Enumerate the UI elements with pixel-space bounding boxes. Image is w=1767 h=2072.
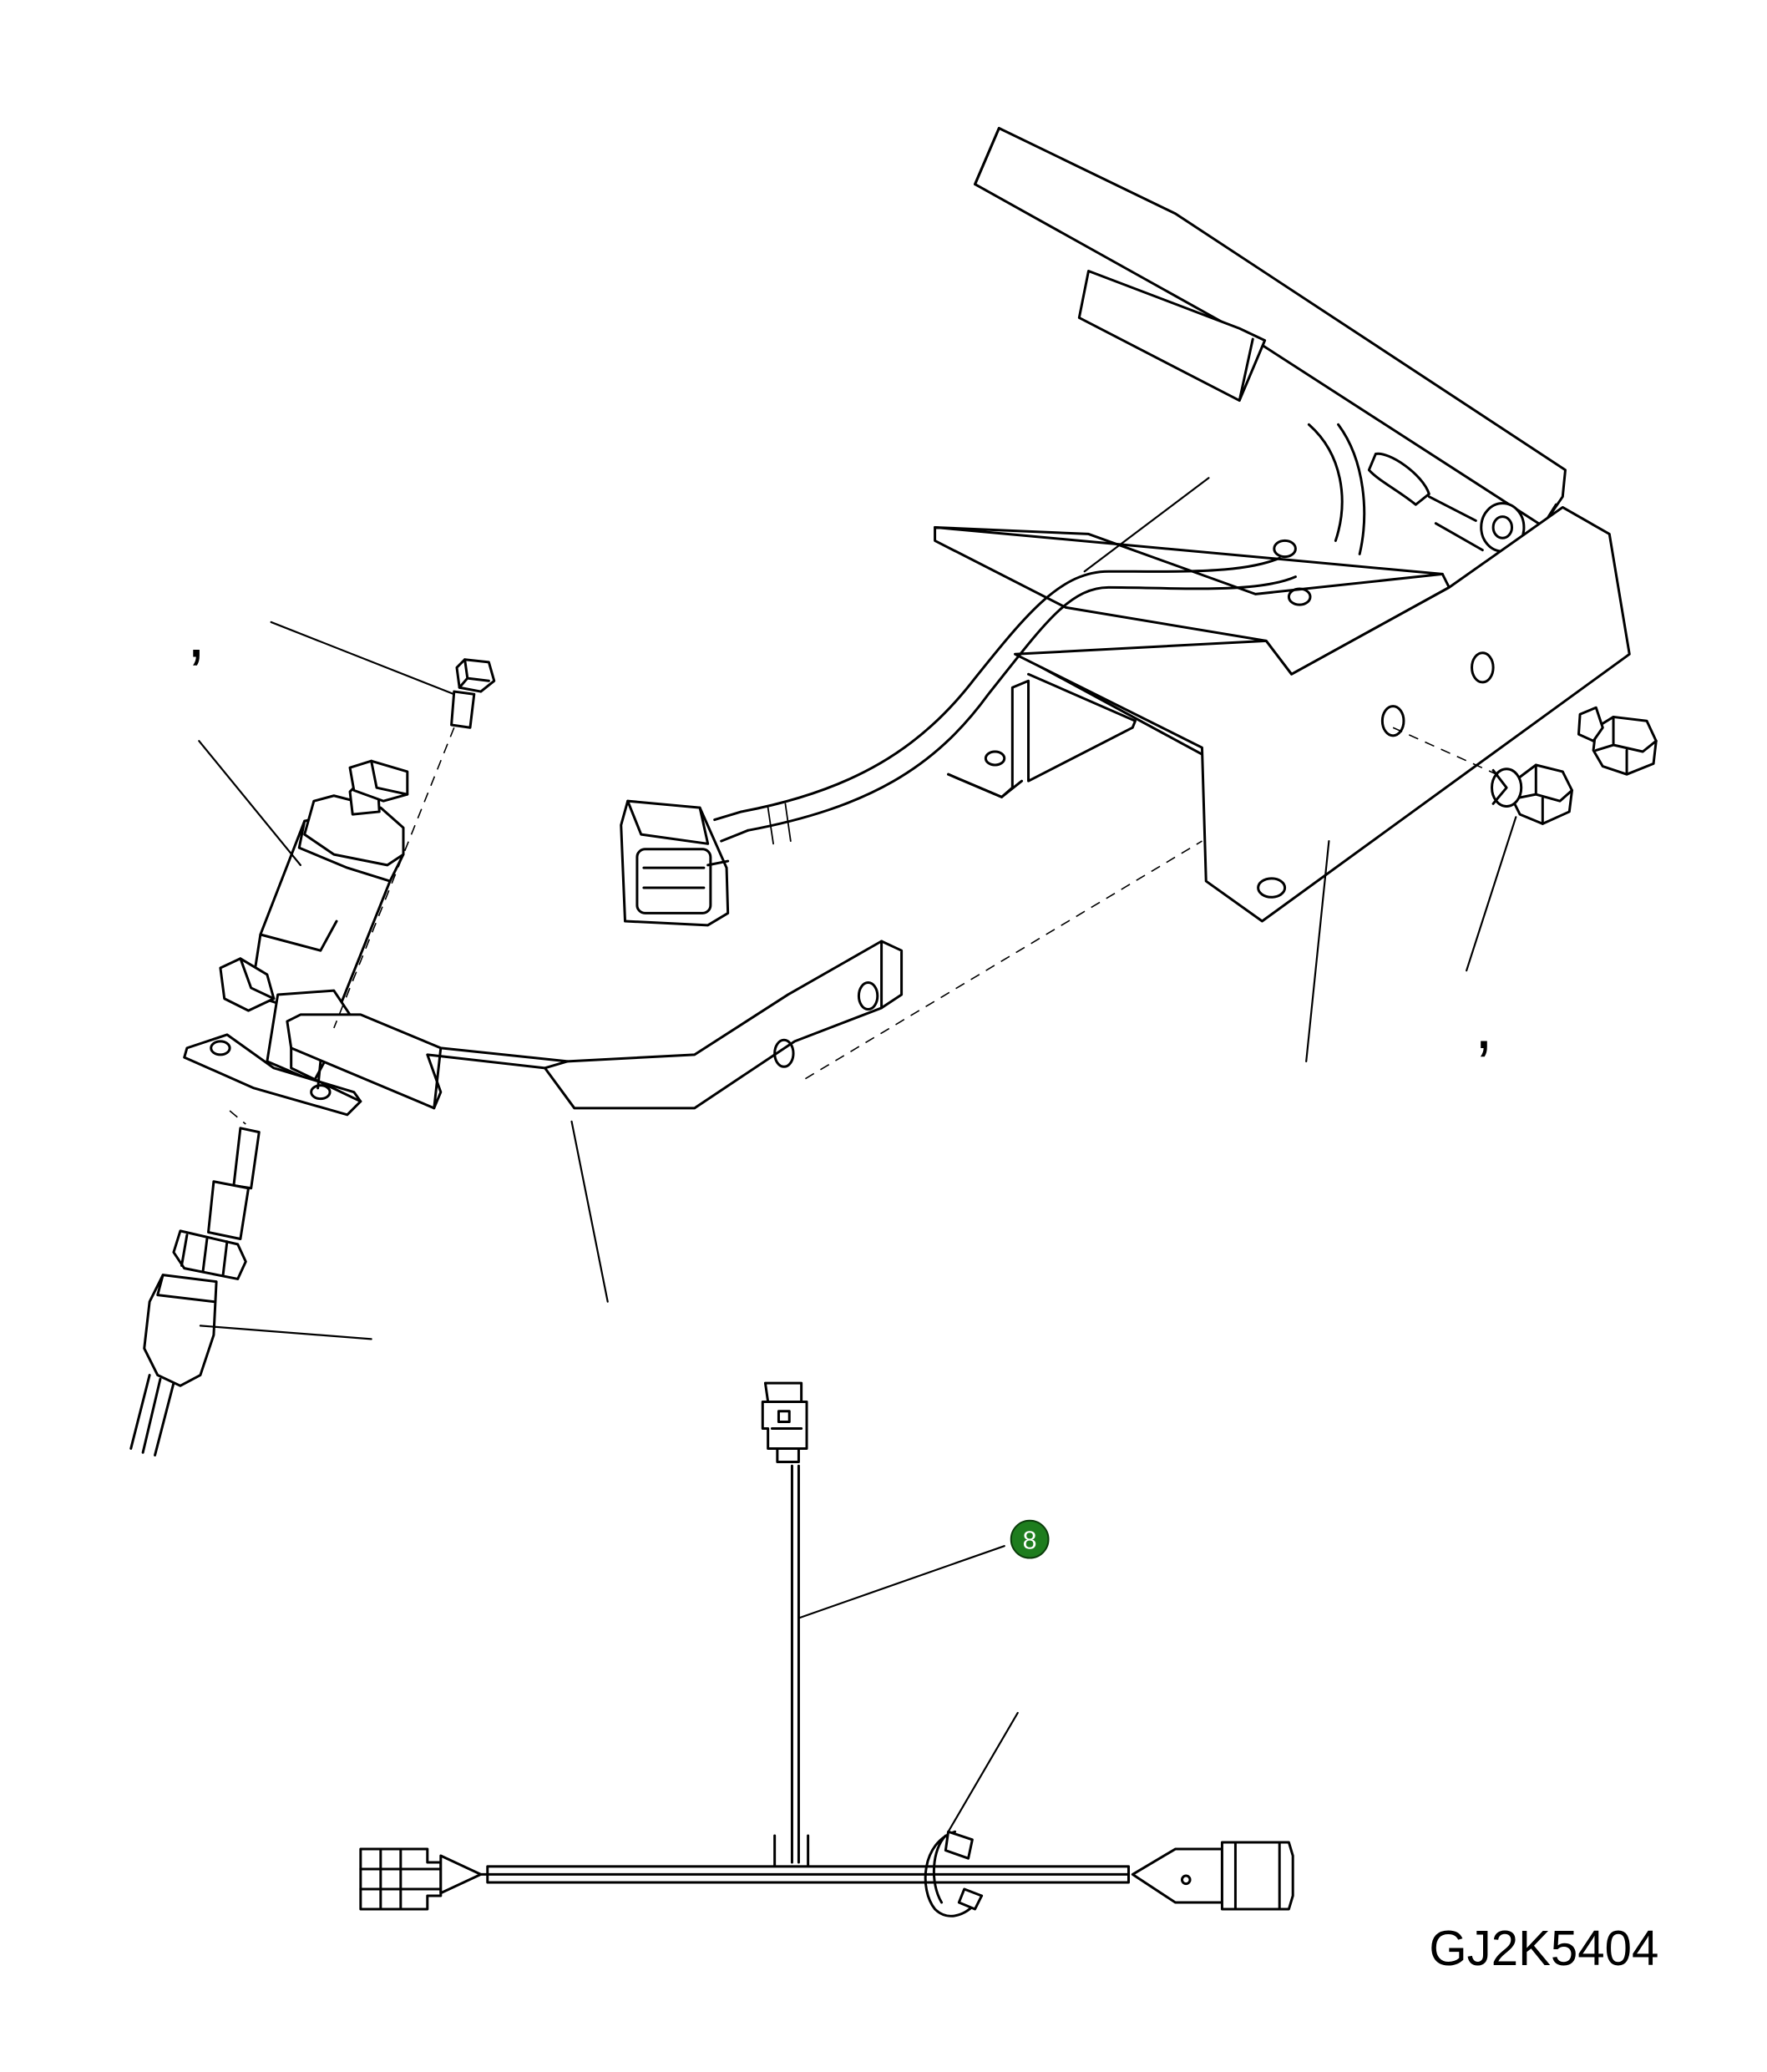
bolt-upper: [1578, 707, 1656, 774]
pedal-mounting-bracket: [935, 507, 1630, 921]
hotspot-label[interactable]: 8: [1023, 1526, 1037, 1554]
cable-tie: [925, 1831, 981, 1916]
actuator-top-bolt: [452, 660, 494, 728]
wiring-harness: [361, 1383, 1293, 1916]
callout-mark-right: ,: [1475, 988, 1493, 1062]
speed-sensor: [131, 1128, 260, 1456]
bolt-lower: [1492, 765, 1572, 823]
callout-mark-left: ,: [187, 597, 205, 671]
throttle-actuator: [185, 660, 494, 1115]
harness-connector-left: [361, 1849, 488, 1909]
leader-lines: [199, 478, 1516, 1831]
harness-connector-right: [1132, 1842, 1293, 1909]
hotspot-marker-8[interactable]: 8: [1011, 1521, 1049, 1558]
pedal-assembly: [621, 128, 1630, 925]
pedal-harness: [715, 558, 1296, 843]
alignment-lines: [230, 727, 1502, 1124]
harness-connector-top: [762, 1383, 807, 1462]
drawing-code: GJ2K5404: [1429, 1920, 1658, 1976]
pedal-connector: [621, 801, 728, 925]
accelerator-pedal: [975, 128, 1566, 554]
mounting-bolts: [1492, 707, 1657, 823]
throttle-support-arm: [287, 941, 902, 1108]
